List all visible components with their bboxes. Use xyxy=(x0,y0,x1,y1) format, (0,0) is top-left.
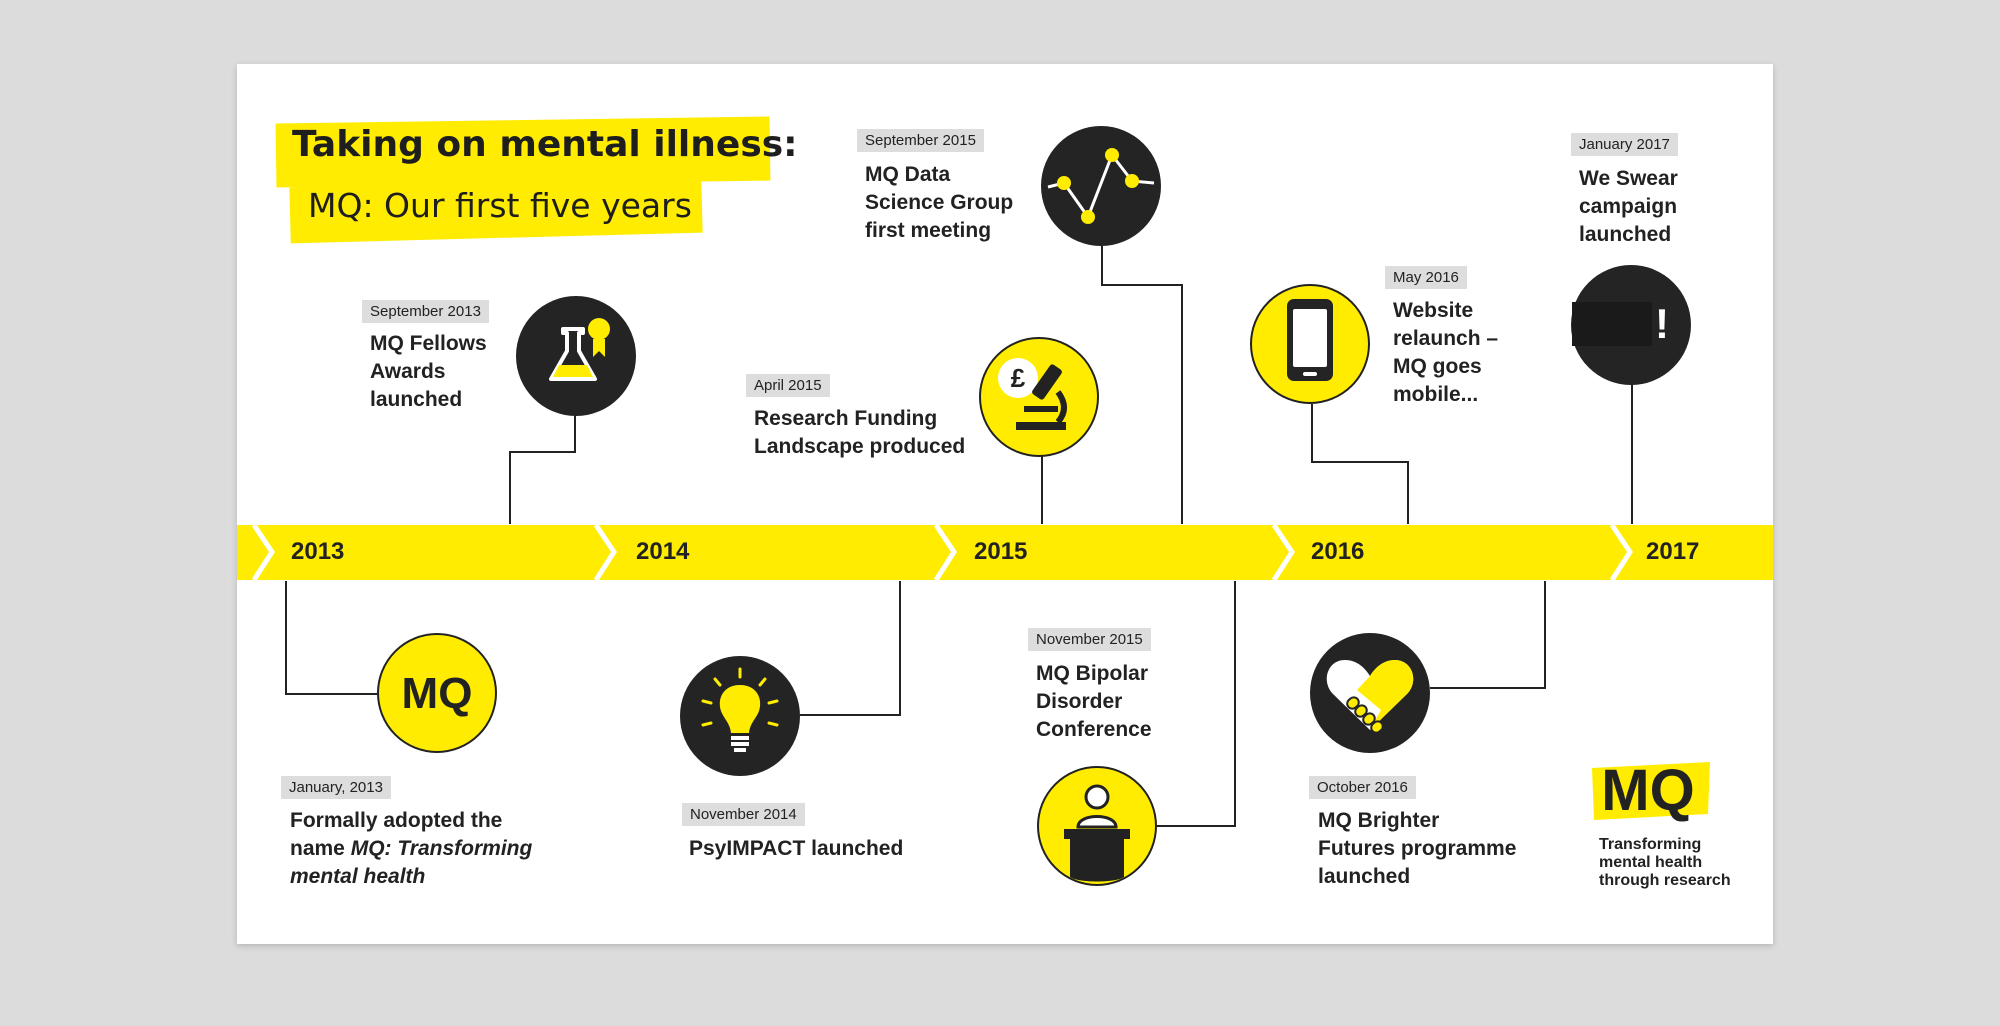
tagline-line: through research xyxy=(1599,872,1731,889)
event-line: Awards xyxy=(370,360,446,383)
connector-nov2014 xyxy=(800,581,901,716)
event-line: We Swear xyxy=(1579,167,1678,190)
mq-icon-letters: MQ xyxy=(402,669,473,718)
mobile-phone-icon xyxy=(1249,283,1371,405)
event-line: PsyIMPACT launched xyxy=(689,837,904,860)
tagline-line: mental health xyxy=(1599,854,1703,871)
event-line: Research Funding xyxy=(754,407,938,430)
connector-lines xyxy=(285,245,1633,827)
microscope-pound-icon: £ xyxy=(978,336,1100,458)
mq-circle-icon: MQ xyxy=(376,632,498,754)
event-sep2015: MQ Data Science Group first meeting xyxy=(865,161,1013,245)
connector-jan2013 xyxy=(285,581,378,695)
connector-sep2013 xyxy=(509,415,576,524)
swear-censor-icon: ! xyxy=(1570,264,1692,386)
speaker-podium-icon xyxy=(1036,765,1158,887)
connector-nov2015 xyxy=(1156,581,1236,827)
event-line: launched xyxy=(1579,223,1672,246)
event-line: launched xyxy=(1318,865,1411,888)
date-tag-nov2014: November 2014 xyxy=(682,803,805,826)
handshake-heart-icon xyxy=(1309,632,1431,754)
event-line: mobile... xyxy=(1393,383,1479,406)
event-line: mental health xyxy=(290,863,532,891)
event-nov2014: PsyIMPACT launched xyxy=(689,835,903,863)
event-line: MQ Bipolar xyxy=(1036,662,1149,685)
event-line: Futures programme xyxy=(1318,837,1517,860)
event-may2016: Website relaunch – MQ goes mobile... xyxy=(1393,297,1498,409)
page-title: Taking on mental illness: xyxy=(292,124,798,165)
year-label-2014: 2014 xyxy=(636,538,690,565)
date-tag-may2016: May 2016 xyxy=(1385,266,1467,289)
event-jan2017: We Swear campaign launched xyxy=(1579,165,1678,249)
year-label-2017: 2017 xyxy=(1646,538,1700,565)
event-line: MQ Data xyxy=(865,163,951,186)
event-line: relaunch – xyxy=(1393,327,1499,350)
line-graph-icon xyxy=(1040,125,1162,247)
timeline-chevrons xyxy=(251,523,1633,582)
logo-tagline: Transforming mental health through resea… xyxy=(1599,836,1731,890)
event-line: name MQ: Transforming xyxy=(290,835,532,863)
event-line: Website xyxy=(1393,299,1474,322)
date-tag-oct2016: October 2016 xyxy=(1309,776,1416,799)
date-tag-jan2013: January, 2013 xyxy=(281,776,391,799)
event-text: name xyxy=(290,837,351,860)
event-jan2013: Formally adopted the name MQ: Transformi… xyxy=(290,807,532,891)
event-line: MQ Fellows xyxy=(370,332,487,355)
connector-oct2016 xyxy=(1430,581,1546,689)
year-label-2013: 2013 xyxy=(291,538,345,565)
event-line: Landscape produced xyxy=(754,435,966,458)
timeline-band xyxy=(237,525,1773,580)
page-subtitle: MQ: Our first five years xyxy=(308,186,692,225)
date-tag-nov2015: November 2015 xyxy=(1028,628,1151,651)
event-line: Disorder xyxy=(1036,690,1123,713)
event-line: MQ goes xyxy=(1393,355,1482,378)
date-tag-sep2015: September 2015 xyxy=(857,129,984,152)
tagline-line: Transforming xyxy=(1599,836,1702,853)
event-sep2013: MQ Fellows Awards launched xyxy=(370,330,487,414)
event-line: launched xyxy=(370,388,463,411)
event-italic-text: mental health xyxy=(290,865,426,888)
date-tag-apr2015: April 2015 xyxy=(746,374,830,397)
lightbulb-icon xyxy=(679,655,801,777)
event-oct2016: MQ Brighter Futures programme launched xyxy=(1318,807,1516,891)
event-italic-text: MQ: Transforming xyxy=(350,837,533,860)
pound-symbol: £ xyxy=(1011,363,1026,393)
event-line: Science Group xyxy=(865,191,1014,214)
event-line: MQ Brighter xyxy=(1318,809,1440,832)
event-line: Conference xyxy=(1036,718,1152,741)
connector-may2016 xyxy=(1311,404,1409,524)
date-tag-sep2013: September 2013 xyxy=(362,300,489,323)
exclamation-mark: ! xyxy=(1655,300,1669,347)
flask-award-icon xyxy=(515,295,637,417)
logo-letters: MQ xyxy=(1601,758,1694,823)
year-label-2016: 2016 xyxy=(1311,538,1365,565)
year-label-2015: 2015 xyxy=(974,538,1028,565)
date-tag-jan2017: January 2017 xyxy=(1571,133,1678,156)
event-line: Formally adopted the xyxy=(290,809,503,832)
event-line: first meeting xyxy=(865,219,992,242)
event-line: campaign xyxy=(1579,195,1678,218)
event-apr2015: Research Funding Landscape produced xyxy=(754,405,965,461)
event-nov2015: MQ Bipolar Disorder Conference xyxy=(1036,660,1152,744)
mq-logo: MQ xyxy=(1586,754,1716,830)
connector-sep2015 xyxy=(1101,245,1183,524)
